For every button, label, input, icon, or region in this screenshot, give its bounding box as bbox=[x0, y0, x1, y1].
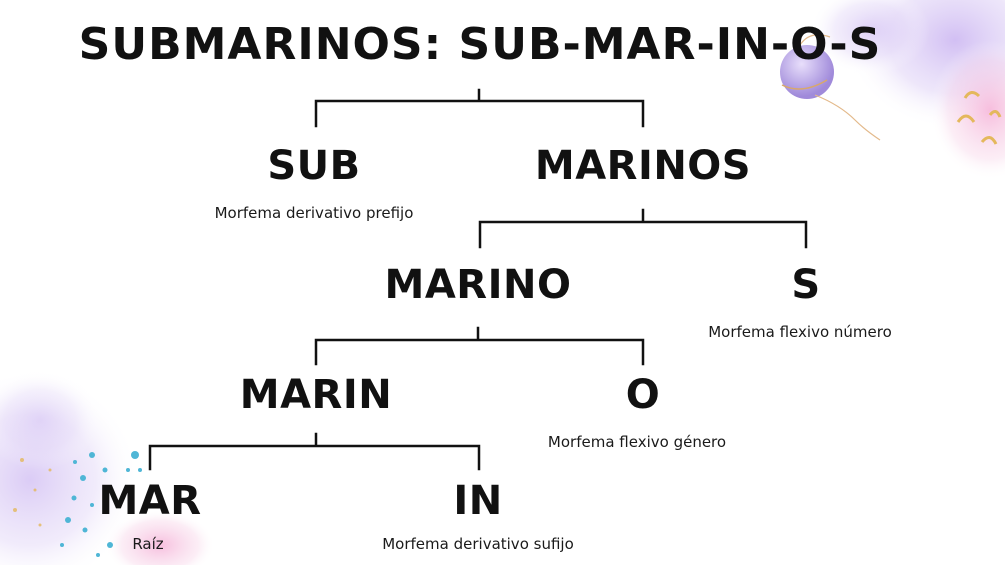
gold-dots bbox=[13, 458, 52, 527]
node-o: O bbox=[625, 372, 661, 418]
node-marin: MARIN bbox=[239, 372, 393, 418]
connector-marin bbox=[148, 432, 481, 471]
node-in: IN bbox=[453, 478, 503, 524]
connector-marino bbox=[314, 326, 645, 366]
caption-in: Morfema derivativo sufijo bbox=[382, 535, 574, 553]
page-title: SUBMARINOS: SUB-MAR-IN-O-S bbox=[78, 19, 882, 70]
caption-o: Morfema flexivo género bbox=[547, 433, 727, 451]
node-s: S bbox=[791, 262, 821, 308]
node-sub: SUB bbox=[267, 143, 361, 189]
blue-dots bbox=[60, 451, 142, 557]
node-marinos: MARINOS bbox=[534, 143, 752, 189]
connector-title bbox=[314, 88, 645, 128]
node-mar: MAR bbox=[98, 478, 202, 524]
gold-swirl-icon bbox=[956, 91, 1002, 145]
watercolor-bottom-left bbox=[0, 370, 215, 565]
connector-marinos bbox=[478, 208, 808, 249]
node-marino: MARINO bbox=[384, 262, 572, 308]
caption-mar: Raíz bbox=[132, 535, 164, 553]
caption-s: Morfema flexivo número bbox=[708, 323, 892, 341]
caption-sub: Morfema derivativo prefijo bbox=[214, 204, 414, 222]
ornament-ball-icon bbox=[780, 34, 881, 141]
watercolor-top-right bbox=[810, 0, 1005, 180]
